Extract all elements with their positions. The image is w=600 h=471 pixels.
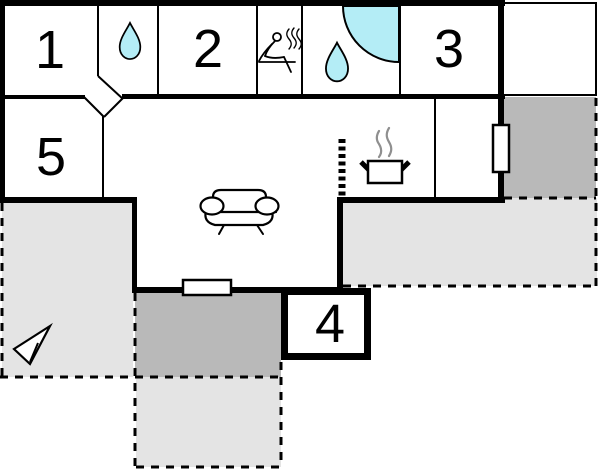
door-swing-diagonal <box>83 96 105 118</box>
wall-segment <box>122 94 505 99</box>
pot-body <box>366 159 404 185</box>
wall-segment <box>504 94 597 96</box>
sofa-leg <box>218 224 225 235</box>
north-arrow-icon <box>12 322 53 366</box>
wall-segment <box>0 0 505 6</box>
sofa-armrest <box>254 196 280 216</box>
wall-segment <box>434 99 436 197</box>
sofa-back <box>211 188 268 212</box>
exterior-walls <box>0 0 505 293</box>
wall-segment <box>132 287 343 293</box>
terrace-right-light <box>343 198 597 286</box>
sofa-armrest <box>199 196 225 216</box>
room-label-1: 1 <box>35 20 65 80</box>
north-arrow-outline <box>12 322 53 366</box>
wall-segment <box>0 95 85 99</box>
wall-segment <box>0 0 5 202</box>
steam-line <box>296 28 302 50</box>
terrace-dashed-boundaries <box>0 98 598 469</box>
wall-segment <box>0 197 137 203</box>
wall-segment <box>595 2 597 96</box>
wall-segment <box>97 6 99 76</box>
wall-segment <box>256 6 258 96</box>
sauna-person-leg <box>264 55 285 59</box>
water-drop-icon <box>118 21 142 60</box>
sauna-person-leg <box>283 56 292 73</box>
wall-segment <box>157 6 159 96</box>
wall-segment <box>504 2 597 4</box>
steam-line <box>286 28 292 50</box>
room-4-outline <box>281 288 371 360</box>
door-symbol <box>181 278 233 297</box>
terrace-right-dark <box>504 97 596 198</box>
wall-segment <box>301 6 303 96</box>
terrace-bottom-light <box>136 377 281 467</box>
steam-line <box>375 129 383 159</box>
shower-corner-icon <box>341 5 400 64</box>
wall-segment <box>337 197 505 203</box>
sauna-person-arm <box>258 43 273 62</box>
steam-line <box>291 27 297 49</box>
sofa-icon <box>199 188 280 235</box>
sauna-person-head <box>272 32 282 42</box>
window-symbol <box>491 123 511 174</box>
sauna-person-body <box>264 40 276 57</box>
room-label-5: 5 <box>36 127 66 187</box>
wall-segment <box>102 116 104 197</box>
cooking-pot-icon <box>359 126 411 185</box>
sofa-leg <box>256 224 264 235</box>
room-label-4: 4 <box>315 294 345 354</box>
wall-segment <box>337 197 343 293</box>
room-label-3: 3 <box>434 19 464 79</box>
north-arrow-fold <box>29 342 39 363</box>
wall-segment <box>132 197 137 293</box>
terraces <box>2 97 597 467</box>
annex-room <box>504 2 597 96</box>
wall-segment <box>498 0 504 203</box>
terrace-bottom-dark <box>135 293 281 377</box>
door-swing-diagonal <box>97 75 124 100</box>
door-swing-diagonal <box>103 97 124 118</box>
steam-line <box>385 126 393 158</box>
sofa-base <box>204 210 274 227</box>
room-label-2: 2 <box>193 19 223 79</box>
sauna-icon <box>258 27 302 73</box>
water-drop-icon <box>325 40 349 83</box>
